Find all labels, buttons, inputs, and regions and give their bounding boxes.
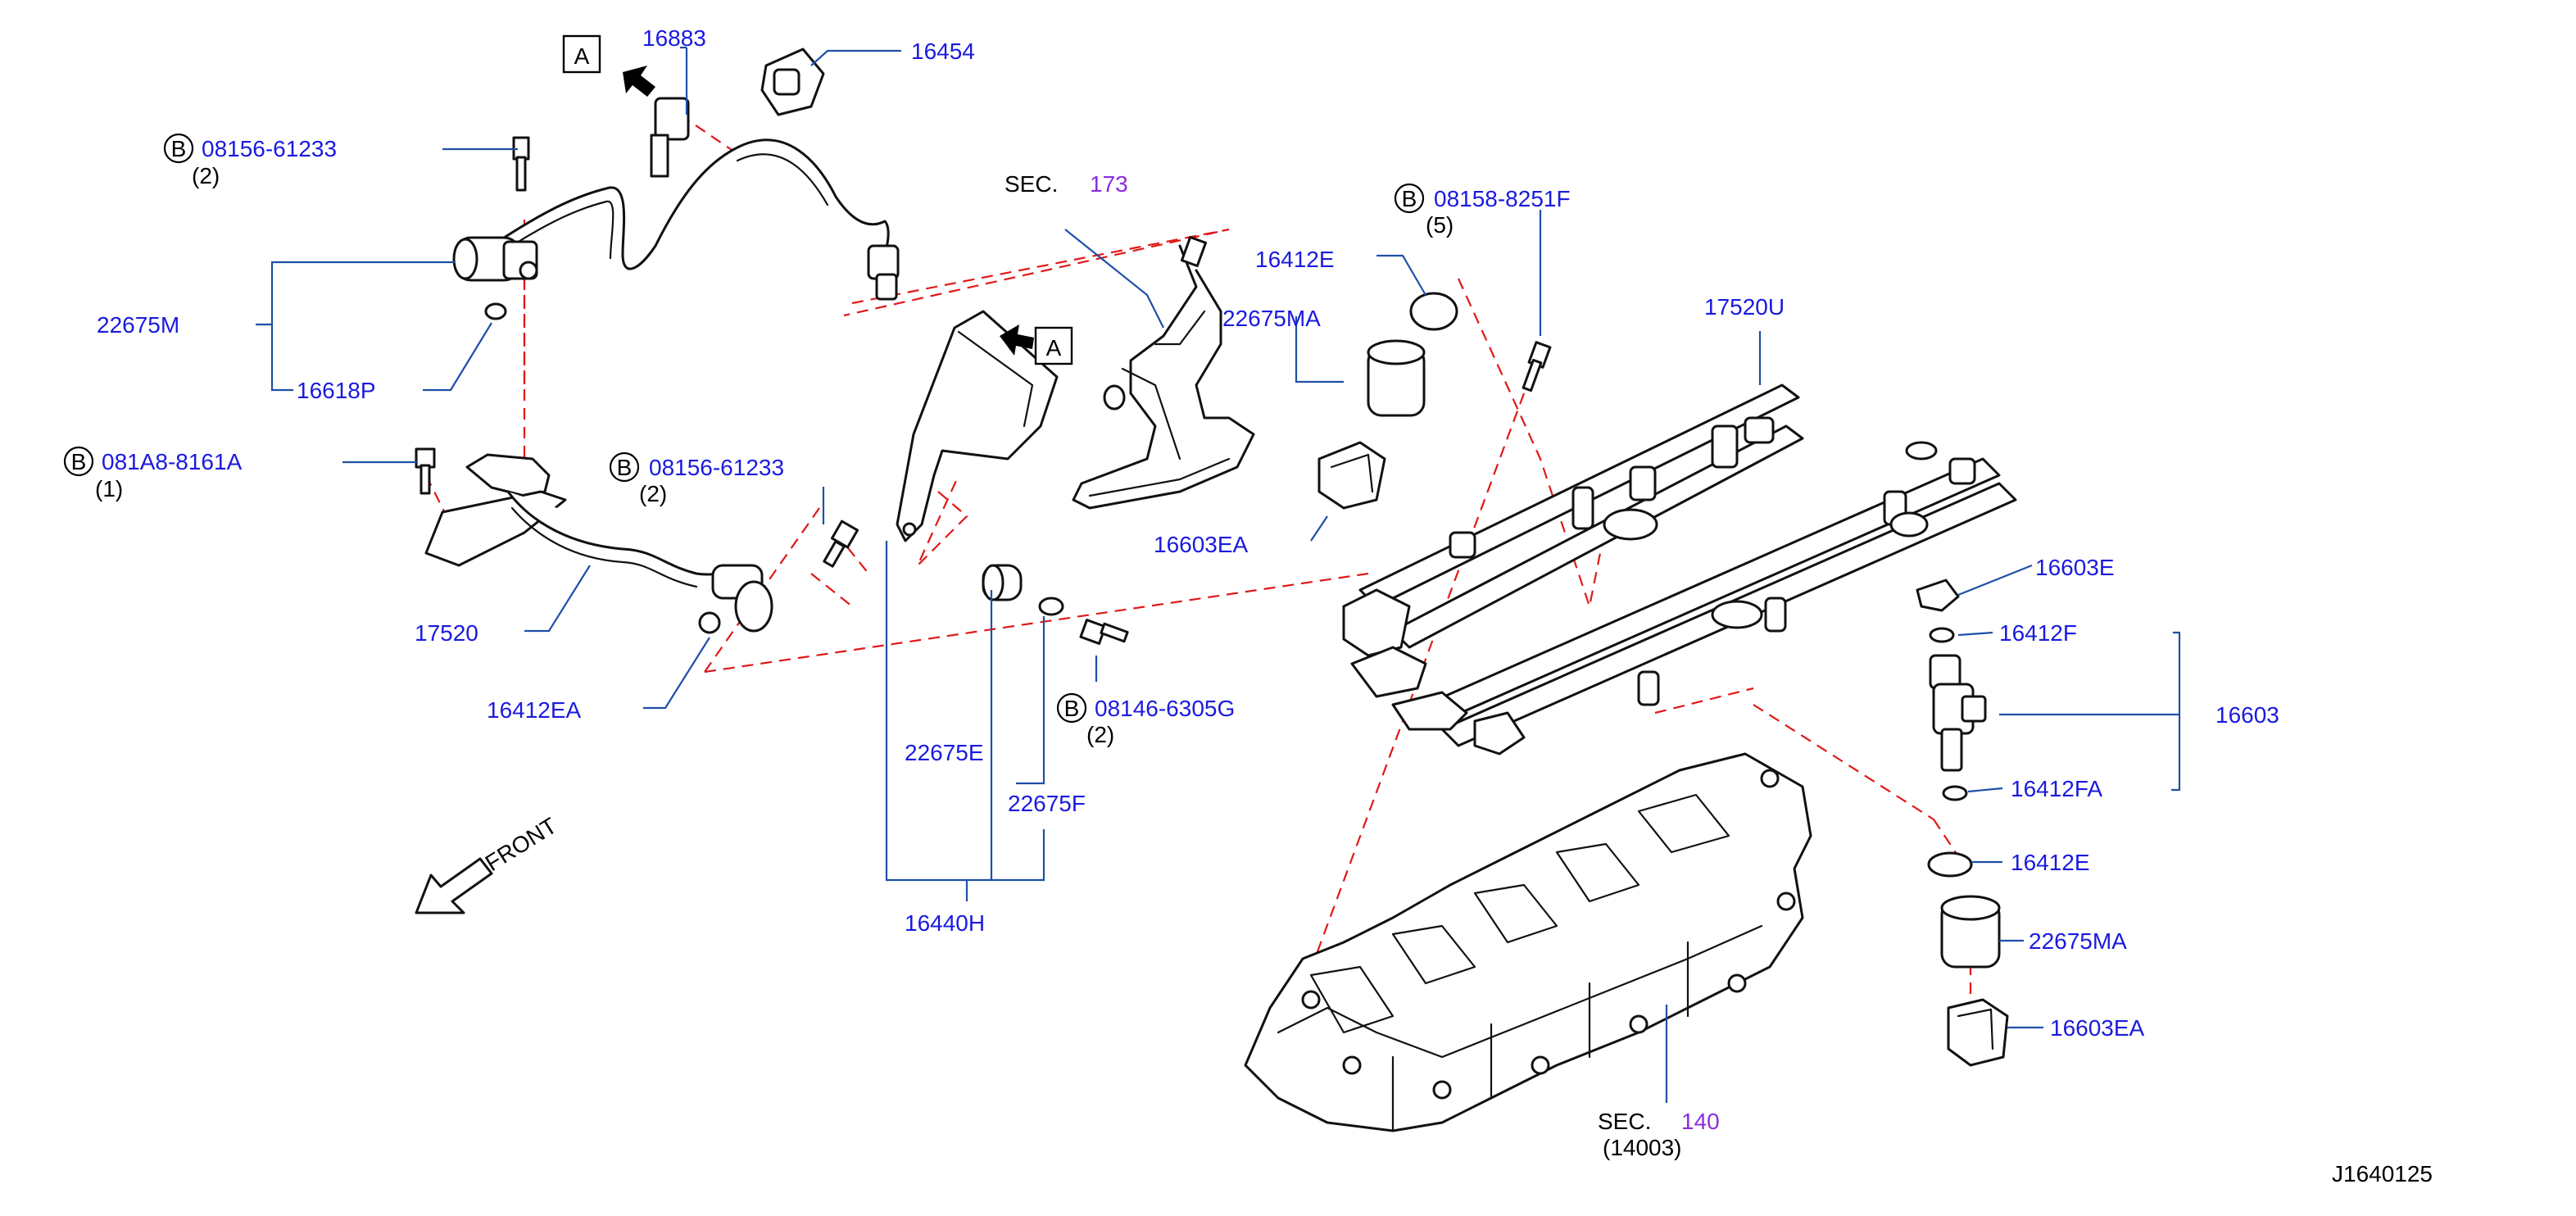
part-16603EA-top[interactable]: 16603EA [1154,532,1249,557]
bolt-qty-a: (2) [192,163,220,188]
bolt-08158-8251F[interactable]: 08158-8251F [1434,186,1571,211]
part-16440H[interactable]: 16440H [905,910,985,936]
part-22675F[interactable]: 22675F [1008,791,1086,816]
fuel-tube-17520 [415,447,859,634]
arrow-icon [1000,324,1034,356]
part-16883[interactable]: 16883 [642,25,706,51]
injector-stack [1317,292,2009,1067]
bolt-qty-e: (2) [1086,722,1114,747]
bolt-symbol-circle [609,451,640,483]
bolt-symbol: B [71,449,87,474]
ref-a-lower[interactable]: A [1000,324,1073,365]
bolt-symbol-circle [1056,692,1087,724]
front-label: FRONT [481,813,561,876]
ref-letter-a: A [1046,335,1062,361]
bolt-symbol-circle [63,446,94,477]
bolt-08156-61233-a[interactable]: 08156-61233 [202,136,337,161]
part-16412F[interactable]: 16412F [1999,620,2077,646]
ref-letter-a: A [574,43,590,69]
front-arrow-icon [415,857,493,914]
sec-173-fuel-lines [1072,235,1255,510]
arrow-icon [623,66,655,97]
diagram-code: J1640125 [2332,1161,2433,1187]
part-16412FA[interactable]: 16412FA [2011,776,2102,801]
sec-prefix-173: SEC. [1005,171,1058,197]
part-16412E-bottom[interactable]: 16412E [2011,850,2090,875]
ref-a-upper[interactable]: A [562,34,655,97]
intake-manifold [1244,752,1812,1132]
bolt-symbol: B [1064,696,1080,721]
sec-140-link[interactable]: 140 [1681,1109,1720,1134]
part-22675MA-bottom[interactable]: 22675MA [2029,928,2127,954]
bolt-qty-c: (2) [639,481,667,506]
bracket-16440h [896,310,1129,645]
bolt-symbol: B [617,455,633,480]
sec-140-sub: (14003) [1603,1135,1682,1160]
part-16603[interactable]: 16603 [2215,702,2279,728]
part-16412EA[interactable]: 16412EA [487,697,582,723]
part-16412E-top[interactable]: 16412E [1255,247,1335,272]
part-17520U[interactable]: 17520U [1704,294,1785,320]
bolt-symbol-circle [1394,183,1425,214]
part-16454[interactable]: 16454 [911,39,975,64]
part-16603EA-bottom[interactable]: 16603EA [2050,1015,2145,1041]
bolt-symbol: B [1402,186,1417,211]
callouts: 16883 16454 B 08156-61233 (2) 22675M 166… [63,25,2433,1187]
bolt-symbol: B [171,136,187,161]
part-16603E[interactable]: 16603E [2035,555,2115,580]
part-22675MA-top[interactable]: 22675MA [1222,306,1321,331]
bolt-qty-b: (1) [95,476,123,501]
part-22675M[interactable]: 22675M [97,312,179,338]
bolt-qty-d: (5) [1426,212,1454,238]
part-22675E[interactable]: 22675E [905,740,984,765]
part-16618P[interactable]: 16618P [297,378,376,403]
bolt-081A8-8161A[interactable]: 081A8-8161A [102,449,243,474]
fuel-tube-upper [452,48,900,320]
front-indicator: FRONT [415,813,561,914]
sec-173-link[interactable]: 173 [1090,171,1128,197]
fuel-rail-17520u [1342,383,2017,755]
leader-lines [256,46,2181,1103]
bolt-08146-6305G[interactable]: 08146-6305G [1095,696,1235,721]
bolt-symbol-circle [163,133,194,164]
sec-prefix-140: SEC. [1598,1109,1651,1134]
part-17520[interactable]: 17520 [415,620,478,646]
bolt-08156-61233-b[interactable]: 08156-61233 [649,455,784,480]
